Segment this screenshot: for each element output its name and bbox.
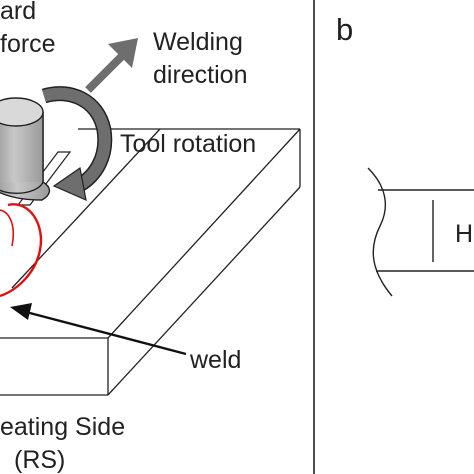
- force-label-line2: force: [0, 30, 56, 58]
- direction-label-line2: direction: [153, 61, 248, 89]
- welding-direction-arrow: [85, 38, 138, 93]
- plate-right-top-edge: [107, 128, 301, 339]
- welding-tool: [0, 97, 51, 201]
- tool-rotation-label: Tool rotation: [120, 130, 256, 158]
- side-label-line1: eating Side: [0, 413, 125, 441]
- weld-label: weld: [189, 346, 241, 374]
- workpiece-plate: [0, 128, 301, 396]
- tool-rotation-arrow: [41, 86, 113, 202]
- panel-a: ard force Welding direction Tool rotatio…: [0, 0, 301, 474]
- weld-zone-outline: [0, 203, 43, 298]
- panel-b-label: b: [336, 12, 353, 47]
- weld-pointer-arrow: [10, 303, 187, 356]
- break-line: [367, 167, 393, 297]
- panel-b-partial-text: H: [455, 220, 473, 248]
- force-label-line1: ard: [0, 0, 36, 25]
- plate-right-bottom-edge: [107, 186, 301, 396]
- weld-zone-inner: [0, 209, 15, 247]
- direction-label-line1: Welding: [153, 28, 243, 56]
- side-label-line2: (RS): [14, 446, 65, 474]
- panel-b: b H: [336, 12, 474, 297]
